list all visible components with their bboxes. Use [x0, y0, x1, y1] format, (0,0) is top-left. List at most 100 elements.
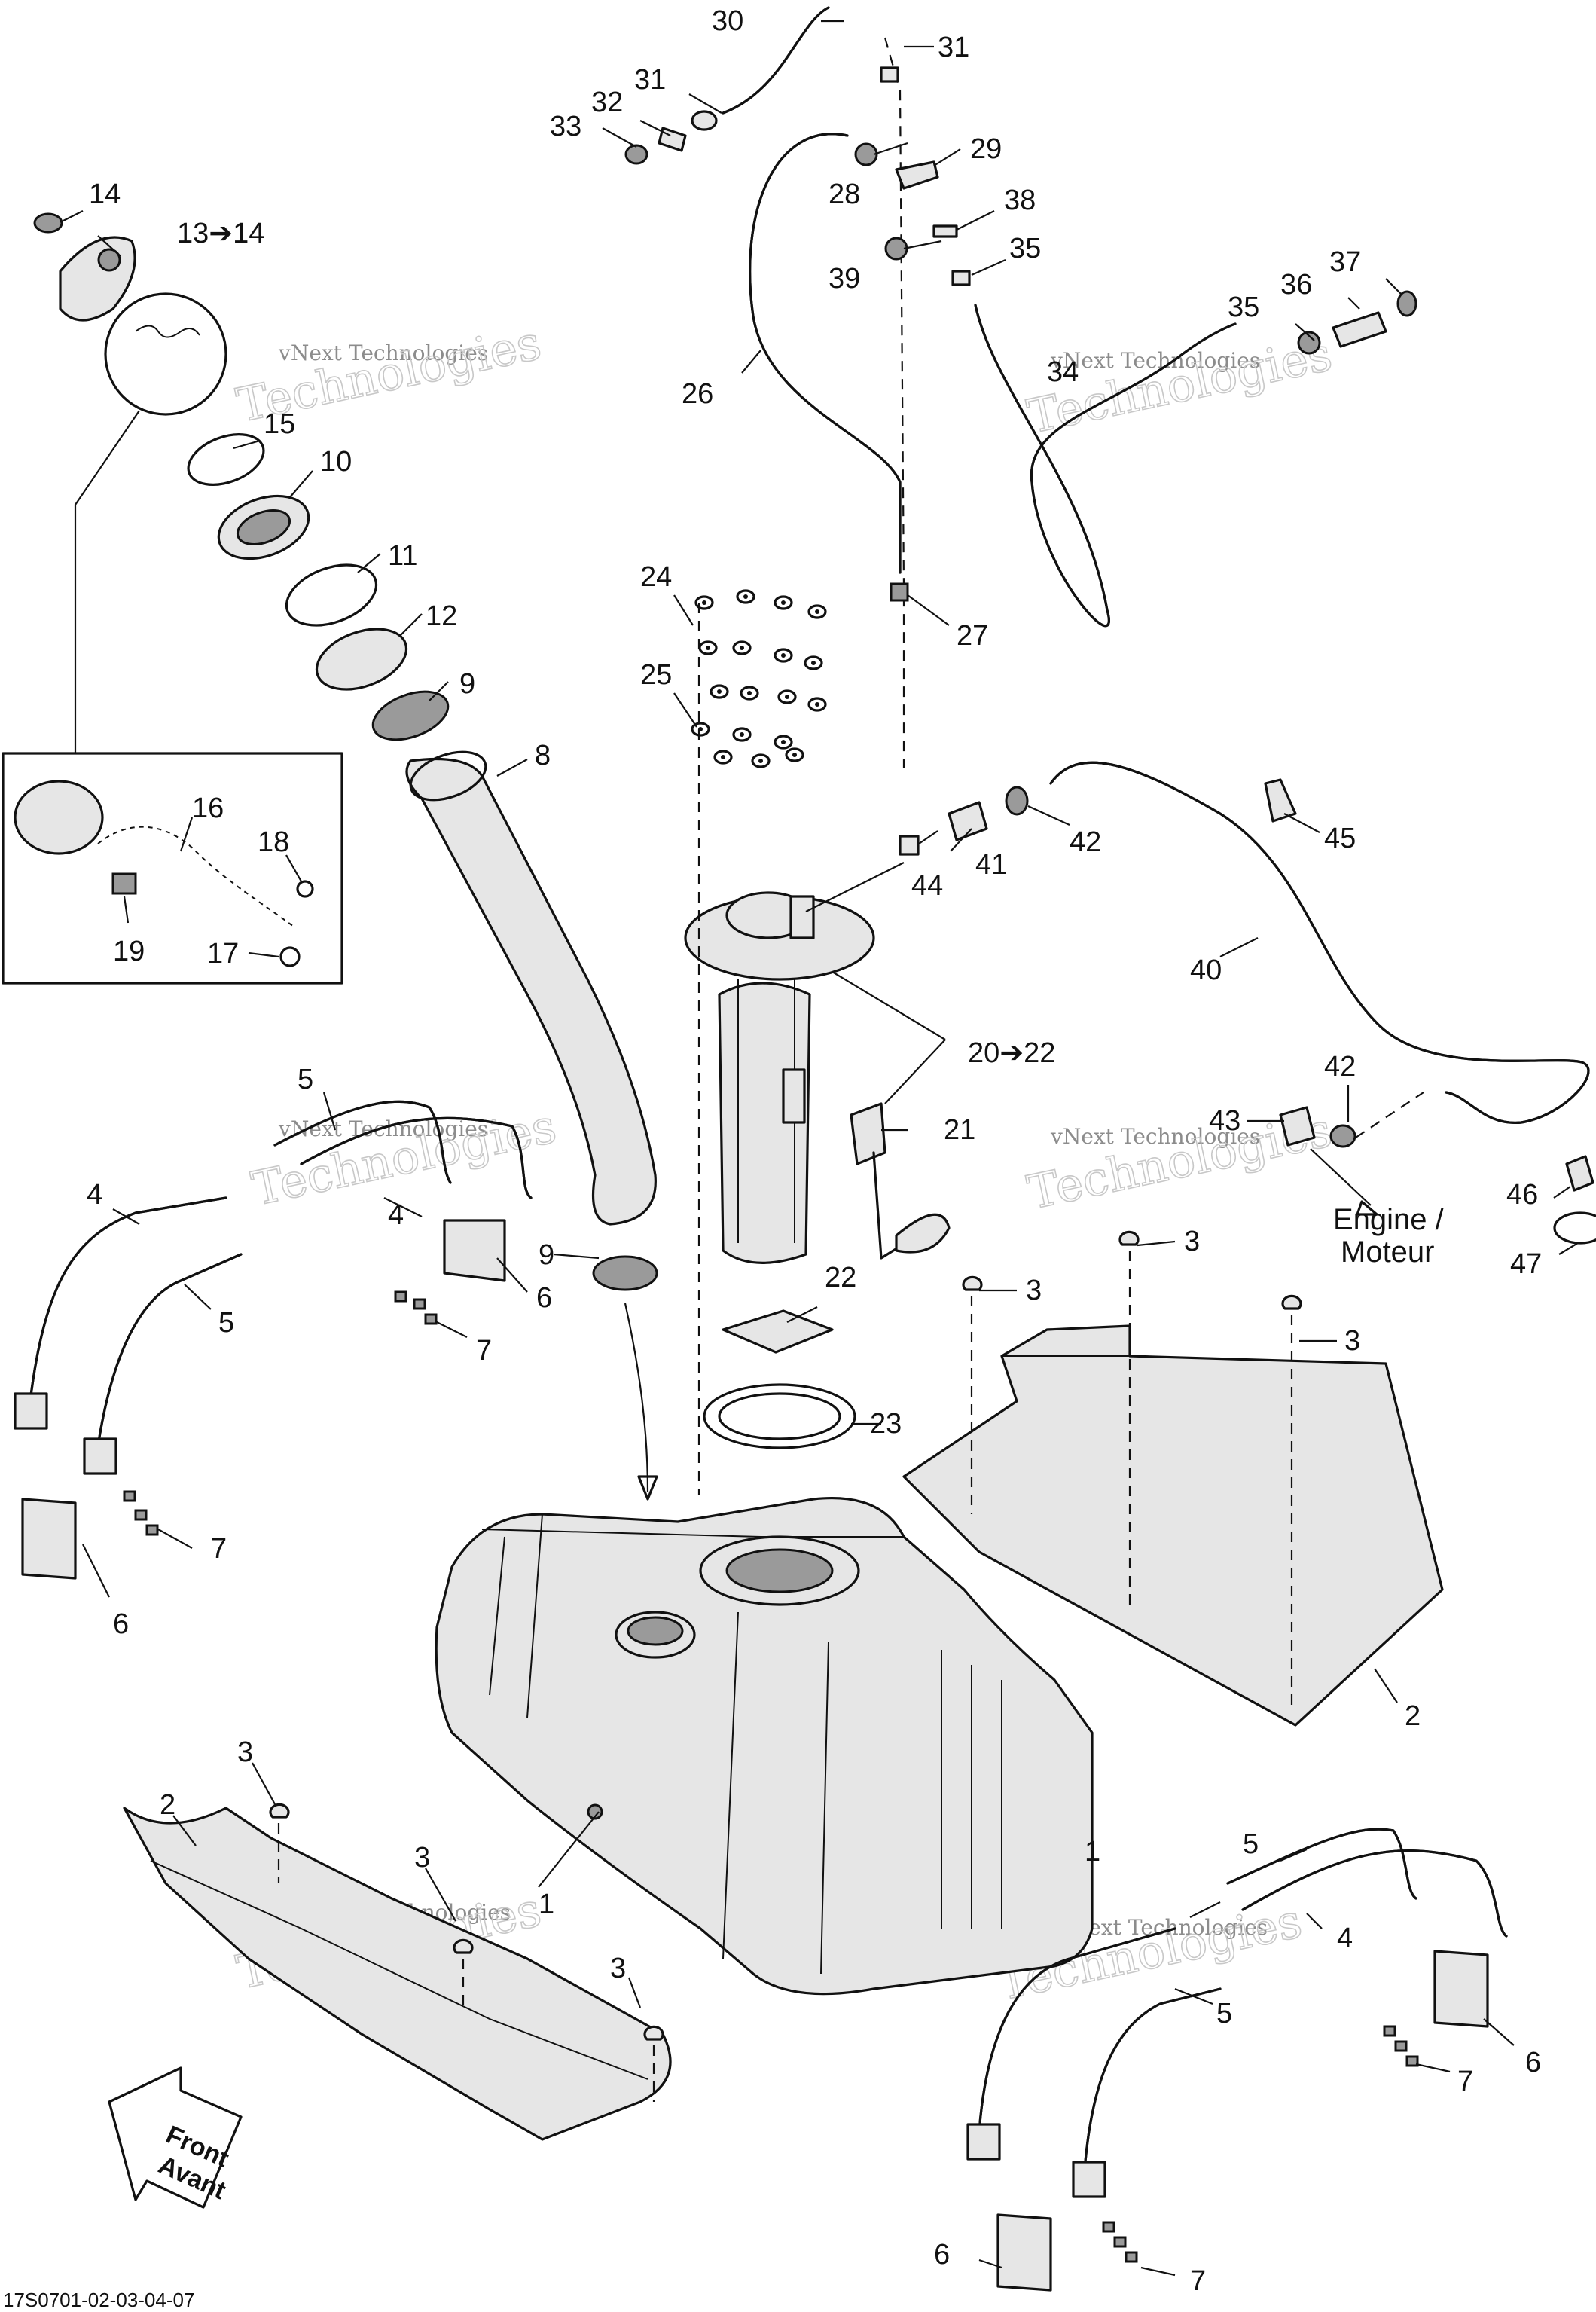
tank-strap-channels — [489, 1513, 829, 1975]
callout-5-upper: 5 — [298, 1064, 313, 1095]
callout-4-upper: 4 — [388, 1199, 404, 1231]
strap-4-end-right — [966, 2123, 1001, 2161]
callout-8: 8 — [535, 740, 551, 771]
strap-5-end-right — [1072, 2161, 1106, 2198]
callout-3-top: 3 — [1184, 1226, 1200, 1257]
callout-15: 15 — [264, 408, 295, 440]
fastener-nut-hole — [717, 689, 722, 694]
tank-side-ribs — [941, 1650, 1002, 1929]
fuel-pump-module — [684, 603, 951, 1495]
fuel-line-40-outline — [1049, 761, 1590, 1124]
arrow-engine — [1356, 1200, 1378, 1216]
bracket-6-bottom — [996, 2213, 1052, 2292]
callout-19: 19 — [113, 936, 145, 967]
leader-clamp-to-tank — [624, 1303, 649, 1492]
filler-hose-8-top — [409, 750, 487, 802]
callout-29: 29 — [970, 133, 1002, 165]
fastener-nut-hole — [740, 646, 744, 650]
fastener-set — [691, 589, 827, 768]
rivet-3-e — [453, 1938, 474, 1954]
grommet-46 — [1565, 1155, 1594, 1192]
watermark-small-4: vNext Technologies — [1050, 1124, 1260, 1149]
bracket-6-right — [1433, 1950, 1489, 2028]
connector-43 — [1279, 1106, 1316, 1147]
engine-label-line1: Engine / — [1333, 1203, 1445, 1236]
callout-43: 43 — [1209, 1105, 1240, 1137]
rivet-3-c — [1281, 1294, 1302, 1310]
pump-outlet-port — [789, 895, 815, 939]
fuel-line-assembly — [899, 761, 1596, 1245]
callout-7-bottom: 7 — [1190, 2265, 1206, 2297]
filler-hose-8 — [405, 757, 657, 1226]
cap-detail-leader — [74, 410, 140, 753]
fastener-nut-hole — [781, 653, 786, 658]
callout-3-right: 3 — [1344, 1325, 1360, 1357]
pump-body — [718, 982, 811, 1264]
callout-3-left-c: 3 — [610, 1953, 626, 1984]
callout-44: 44 — [911, 870, 943, 902]
callout-26: 26 — [682, 378, 713, 410]
pump-sensor — [782, 1068, 806, 1124]
callout-3-left-b: 3 — [414, 1842, 430, 1874]
rivet-3-a — [962, 1275, 983, 1291]
strap-5-right-outline — [1083, 1987, 1222, 2171]
callout-22: 22 — [825, 1262, 856, 1293]
fuel-line-40 — [1049, 761, 1590, 1124]
callout-32: 32 — [591, 87, 623, 118]
callout-31-right: 31 — [938, 32, 969, 63]
bolts-7-left — [123, 1490, 159, 1536]
float-bulb — [895, 1213, 951, 1254]
strap-5-lower — [1226, 1828, 1417, 1900]
callout-28: 28 — [829, 179, 860, 210]
clamp-39 — [884, 237, 908, 261]
strap-5-left — [96, 1253, 243, 1448]
clamp-35-right — [1297, 331, 1321, 355]
callout-37: 37 — [1329, 246, 1361, 278]
strap-5-upper — [273, 1100, 452, 1184]
callout-3-mid: 3 — [1026, 1275, 1042, 1306]
callout-6-upper: 6 — [536, 1282, 552, 1314]
callout-7-left: 7 — [211, 1533, 227, 1565]
fastener-nut-hole — [792, 753, 797, 757]
callout-5-lower: 5 — [1243, 1828, 1259, 1860]
fastener-nut — [691, 722, 710, 737]
tee-29 — [895, 160, 939, 190]
callout-41: 41 — [975, 849, 1007, 881]
arrow-clamp-to-tank — [637, 1475, 658, 1501]
callout-17: 17 — [207, 938, 239, 970]
strap-4-lower — [1241, 1849, 1508, 1938]
callout-1-strap: 1 — [1085, 1836, 1100, 1868]
drawing-reference-code: 17S0701-02-03-04-07 — [3, 2289, 194, 2311]
callout-3-left-a: 3 — [237, 1736, 253, 1768]
ring-15 — [187, 433, 265, 486]
callout-7-right: 7 — [1457, 2066, 1473, 2097]
strap-4-left — [29, 1196, 227, 1403]
strap-5-end-left — [83, 1437, 117, 1475]
cap-chain-detail — [135, 325, 200, 338]
strap-5-right — [1083, 1987, 1222, 2171]
fastener-nut — [785, 747, 804, 762]
callout-23: 23 — [870, 1408, 902, 1440]
rivet-3-b — [1118, 1230, 1140, 1246]
leader-pump-outlet — [805, 862, 905, 912]
strap-4-left-outline — [29, 1196, 227, 1403]
fastener-nut — [751, 753, 771, 768]
straps-lower-right — [966, 1828, 1508, 2292]
clip-44 — [899, 835, 920, 856]
inset-cap-part — [14, 780, 104, 855]
heat-shield-right — [902, 1230, 1444, 1727]
fuel-cap-grip — [97, 248, 121, 272]
fastener-nut-hole — [740, 732, 744, 737]
leader-20-b — [884, 1039, 946, 1104]
inset-chain-part — [97, 826, 294, 927]
fastener-nut-hole — [785, 695, 789, 699]
callout-27: 27 — [957, 620, 988, 652]
callout-4-lower: 4 — [1337, 1923, 1353, 1954]
callout-7-upper: 7 — [476, 1335, 492, 1367]
fitting-33 — [624, 144, 648, 165]
callout-13: 13➔14 — [177, 218, 264, 249]
clamp-42-bottom — [1329, 1124, 1356, 1148]
tank-callout-dot — [587, 1803, 603, 1820]
callout-20: 20➔22 — [968, 1037, 1055, 1069]
ring-nut-12 — [315, 628, 408, 691]
